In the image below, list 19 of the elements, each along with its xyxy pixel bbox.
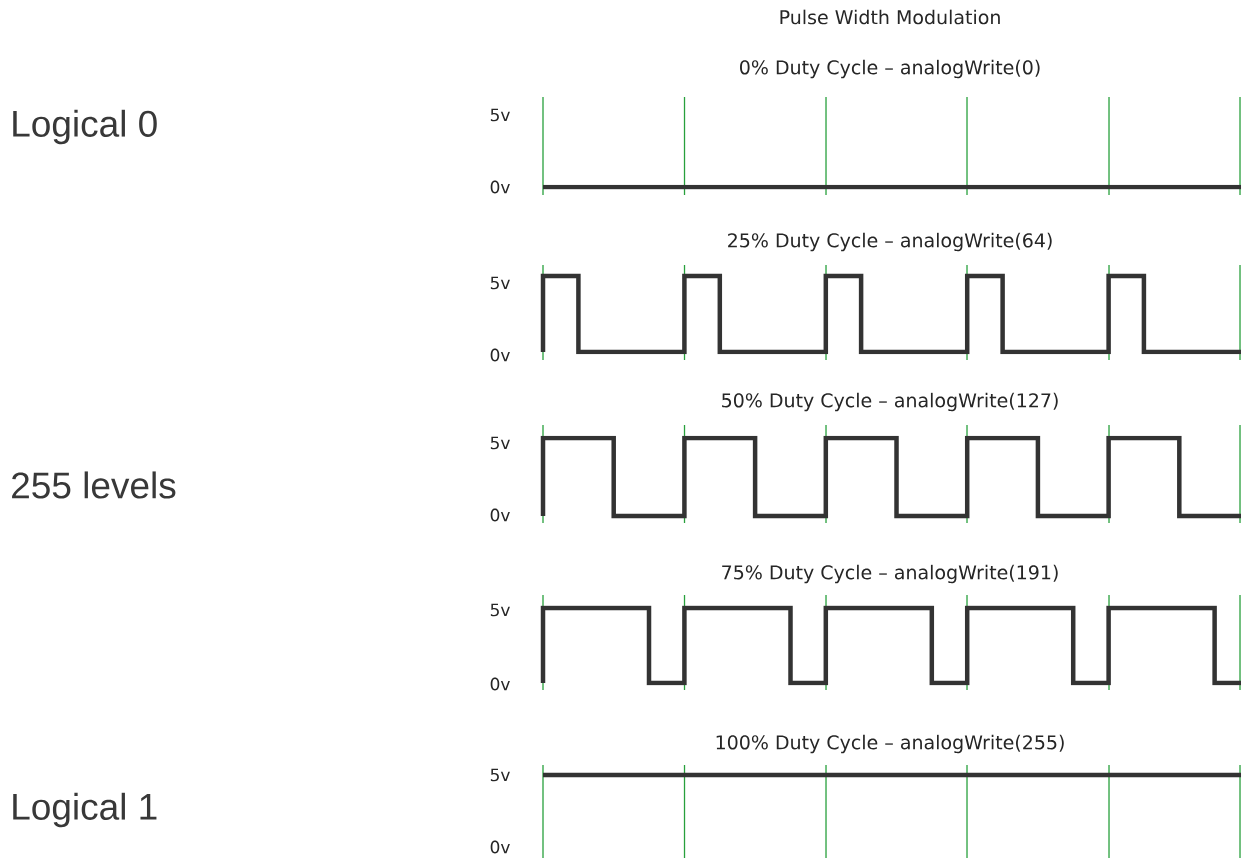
chart-title: Pulse Width Modulation	[780, 9, 1000, 25]
duty-cycle-label: 0% Duty Cycle – analogWrite(0)	[740, 59, 1040, 79]
duty-cycle-label: 50% Duty Cycle – analogWrite(127)	[722, 392, 1058, 412]
voltage-label: 0v	[490, 180, 510, 194]
voltage-label: 0v	[490, 348, 510, 362]
voltage-label: 5v	[490, 603, 510, 617]
voltage-label: 5v	[490, 768, 510, 782]
duty-cycle-label: 25% Duty Cycle – analogWrite(64)	[728, 232, 1052, 252]
voltage-label: 5v	[490, 108, 510, 122]
duty-cycle-label: 75% Duty Cycle – analogWrite(191)	[722, 564, 1058, 584]
voltage-label: 0v	[490, 677, 510, 691]
voltage-label: 0v	[490, 508, 510, 522]
voltage-label: 5v	[490, 436, 510, 450]
voltage-label: 5v	[490, 276, 510, 290]
level-label: Logical 0	[13, 109, 157, 145]
voltage-label: 0v	[490, 840, 510, 854]
level-label: 255 levels	[12, 471, 176, 499]
duty-cycle-label: 100% Duty Cycle – analogWrite(255)	[716, 734, 1064, 754]
level-label: Logical 1	[13, 792, 157, 828]
